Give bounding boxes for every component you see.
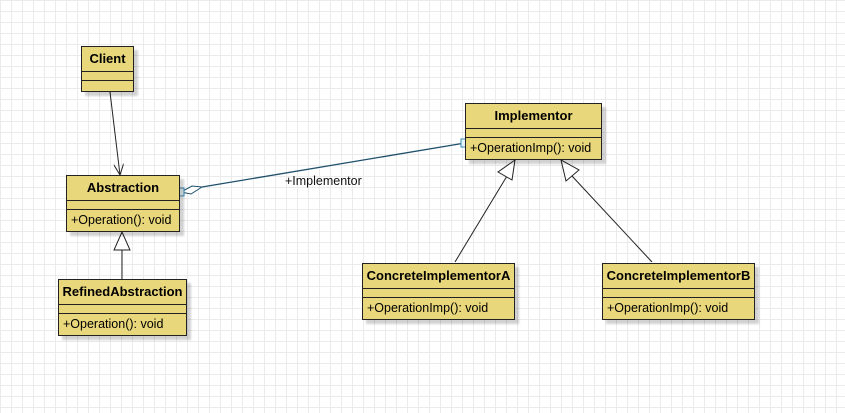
attributes-compartment <box>82 71 133 80</box>
class-name: RefinedAbstraction <box>62 284 183 299</box>
class-implementor[interactable]: Implementor +OperationImp(): void <box>465 103 602 160</box>
attributes-compartment <box>466 128 601 137</box>
association-role-label[interactable]: +Implementor <box>285 174 362 188</box>
generalization-arrowhead-icon <box>113 230 131 251</box>
class-name: Client <box>89 51 126 66</box>
class-client[interactable]: Client <box>81 46 134 92</box>
attributes-compartment <box>59 304 186 313</box>
class-refined-abstraction[interactable]: RefinedAbstraction +Operation(): void <box>58 279 187 336</box>
operation-text: +OperationImp(): void <box>466 137 601 156</box>
concrete-a-generalization-line[interactable] <box>454 175 508 263</box>
class-name: Abstraction <box>86 180 160 195</box>
attributes-compartment <box>67 200 179 209</box>
class-name: ConcreteImplementorA <box>366 268 511 283</box>
aggregation-diamond-icon <box>179 185 204 195</box>
attributes-compartment <box>363 288 514 297</box>
class-name: Implementor <box>494 108 573 123</box>
class-concrete-implementor-a[interactable]: ConcreteImplementorA +OperationImp(): vo… <box>362 263 515 320</box>
operation-text: +Operation(): void <box>67 209 179 228</box>
generalization-arrowhead-icon <box>560 159 580 182</box>
operation-text: +OperationImp(): void <box>363 297 514 316</box>
attributes-compartment <box>603 288 754 297</box>
operations-compartment <box>82 80 133 89</box>
class-name: ConcreteImplementorB <box>606 268 751 283</box>
operation-text: +OperationImp(): void <box>603 297 754 316</box>
generalization-arrowhead-icon <box>497 158 516 181</box>
concrete-b-generalization-line[interactable] <box>571 175 653 263</box>
abstraction-implementor-aggregation-line[interactable] <box>201 142 466 188</box>
client-to-abstraction-link[interactable] <box>109 91 120 175</box>
class-concrete-implementor-b[interactable]: ConcreteImplementorB +OperationImp(): vo… <box>602 263 755 320</box>
class-abstraction[interactable]: Abstraction +Operation(): void <box>66 175 180 232</box>
operation-text: +Operation(): void <box>59 313 186 332</box>
